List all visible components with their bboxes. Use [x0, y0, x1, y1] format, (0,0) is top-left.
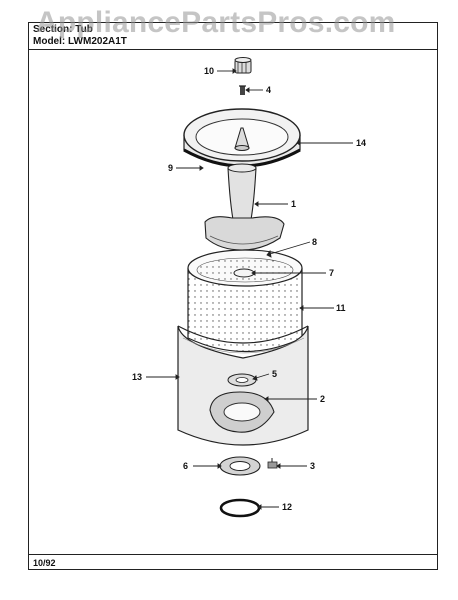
callout-2: 2: [320, 394, 325, 404]
part-outer-tub: [177, 325, 309, 446]
part-agitator-cap: [234, 57, 252, 74]
part-agitator: [204, 163, 285, 251]
model-label: Model: LWM202A1T: [33, 36, 127, 47]
callout-7: 7: [329, 268, 334, 278]
callout-11: 11: [336, 303, 346, 313]
part-agitator-post: [234, 127, 250, 151]
diagram-sheet: Section: Tub Model: LWM202A1T 10/92: [28, 22, 438, 570]
callout-5: 5: [272, 369, 277, 379]
part-o-ring: [219, 498, 261, 518]
part-gasket-plate: [219, 456, 261, 476]
footer-divider: [29, 554, 437, 555]
callout-9: 9: [168, 163, 173, 173]
part-screw: [239, 85, 246, 95]
watermark: AppliancePartsPros.com: [36, 6, 396, 39]
header-divider: [29, 49, 437, 50]
leader-lines: [146, 68, 353, 510]
callout-1: 1: [291, 199, 296, 209]
part-bolt: [267, 458, 278, 469]
callout-13: 13: [132, 372, 142, 382]
part-wash-basket: [187, 249, 303, 353]
callout-14: 14: [356, 138, 366, 148]
section-label: Section: Tub: [33, 24, 93, 35]
callout-4: 4: [266, 85, 271, 95]
callout-6: 6: [183, 461, 188, 471]
callout-10: 10: [204, 66, 214, 76]
callout-12: 12: [282, 502, 292, 512]
callout-8: 8: [312, 237, 317, 247]
callout-3: 3: [310, 461, 315, 471]
footer-date: 10/92: [33, 558, 56, 568]
